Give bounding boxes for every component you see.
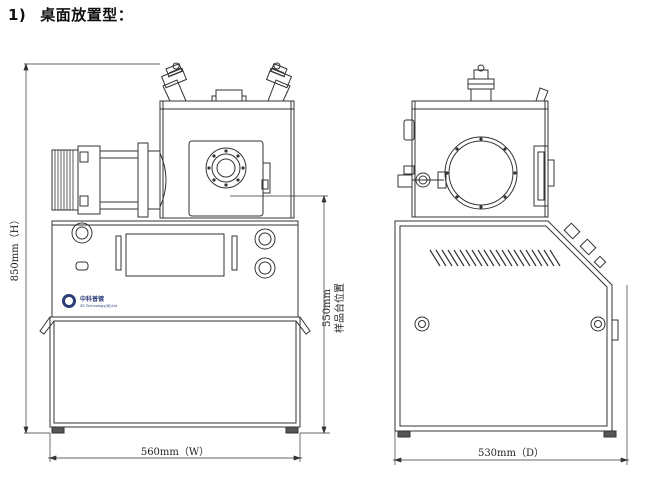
- side-connector-1: [563, 222, 581, 240]
- side-clamp: [403, 119, 415, 141]
- front-dimensions: [23, 62, 330, 462]
- side-pump-assembly: [51, 142, 167, 218]
- logo-subtitle: ZK Technology(BJ)Ltd: [80, 304, 117, 308]
- side-left-foot: [397, 430, 411, 438]
- side-valve-body: [397, 174, 413, 188]
- side-door-ring: [444, 136, 518, 210]
- side-lower-housing: [394, 220, 613, 432]
- control-screen: [125, 233, 225, 277]
- height-label: 850mm（H）: [9, 215, 21, 282]
- front-right-foot: [285, 426, 299, 434]
- front-viewport-flange: [205, 147, 247, 189]
- side-top-port: [467, 64, 495, 102]
- section-title: 桌面放置型：: [40, 6, 134, 24]
- section-heading: 1) 桌面放置型：: [8, 4, 133, 25]
- side-vent-grille: [429, 249, 561, 267]
- side-gauge: [415, 172, 431, 188]
- power-knob: [71, 222, 93, 244]
- side-right-foot: [603, 430, 617, 438]
- depth-dimension: [393, 285, 629, 465]
- company-logo: 中科普镀 ZK Technology(BJ)Ltd: [62, 294, 117, 308]
- front-left-foot: [51, 426, 65, 434]
- section-number: 1): [8, 6, 27, 24]
- left-top-port: [160, 62, 188, 102]
- viewport-latch: [263, 162, 271, 194]
- right-top-port: [265, 62, 293, 102]
- logo-name: 中科普镀: [80, 295, 105, 303]
- sample-height-caption: 样品台位置: [333, 283, 346, 333]
- front-lower-housing: [49, 316, 301, 428]
- pump-ribbed-housing: [51, 149, 79, 211]
- side-bolt-right: [590, 316, 606, 332]
- control-button-lower: [254, 257, 276, 279]
- width-label: 560mm（W）: [141, 446, 209, 458]
- control-button-upper: [254, 228, 276, 250]
- chamber-top-handle: [215, 89, 243, 101]
- front-view: 中科普镀 ZK Technology(BJ)Ltd: [39, 62, 328, 434]
- depth-label: 530mm（D）: [478, 447, 544, 459]
- sample-height-value: 550mm: [322, 288, 333, 327]
- indicator-switch: [75, 261, 89, 271]
- side-view: [394, 64, 619, 438]
- side-top-valve: [535, 87, 549, 102]
- side-bolt-left: [414, 316, 430, 332]
